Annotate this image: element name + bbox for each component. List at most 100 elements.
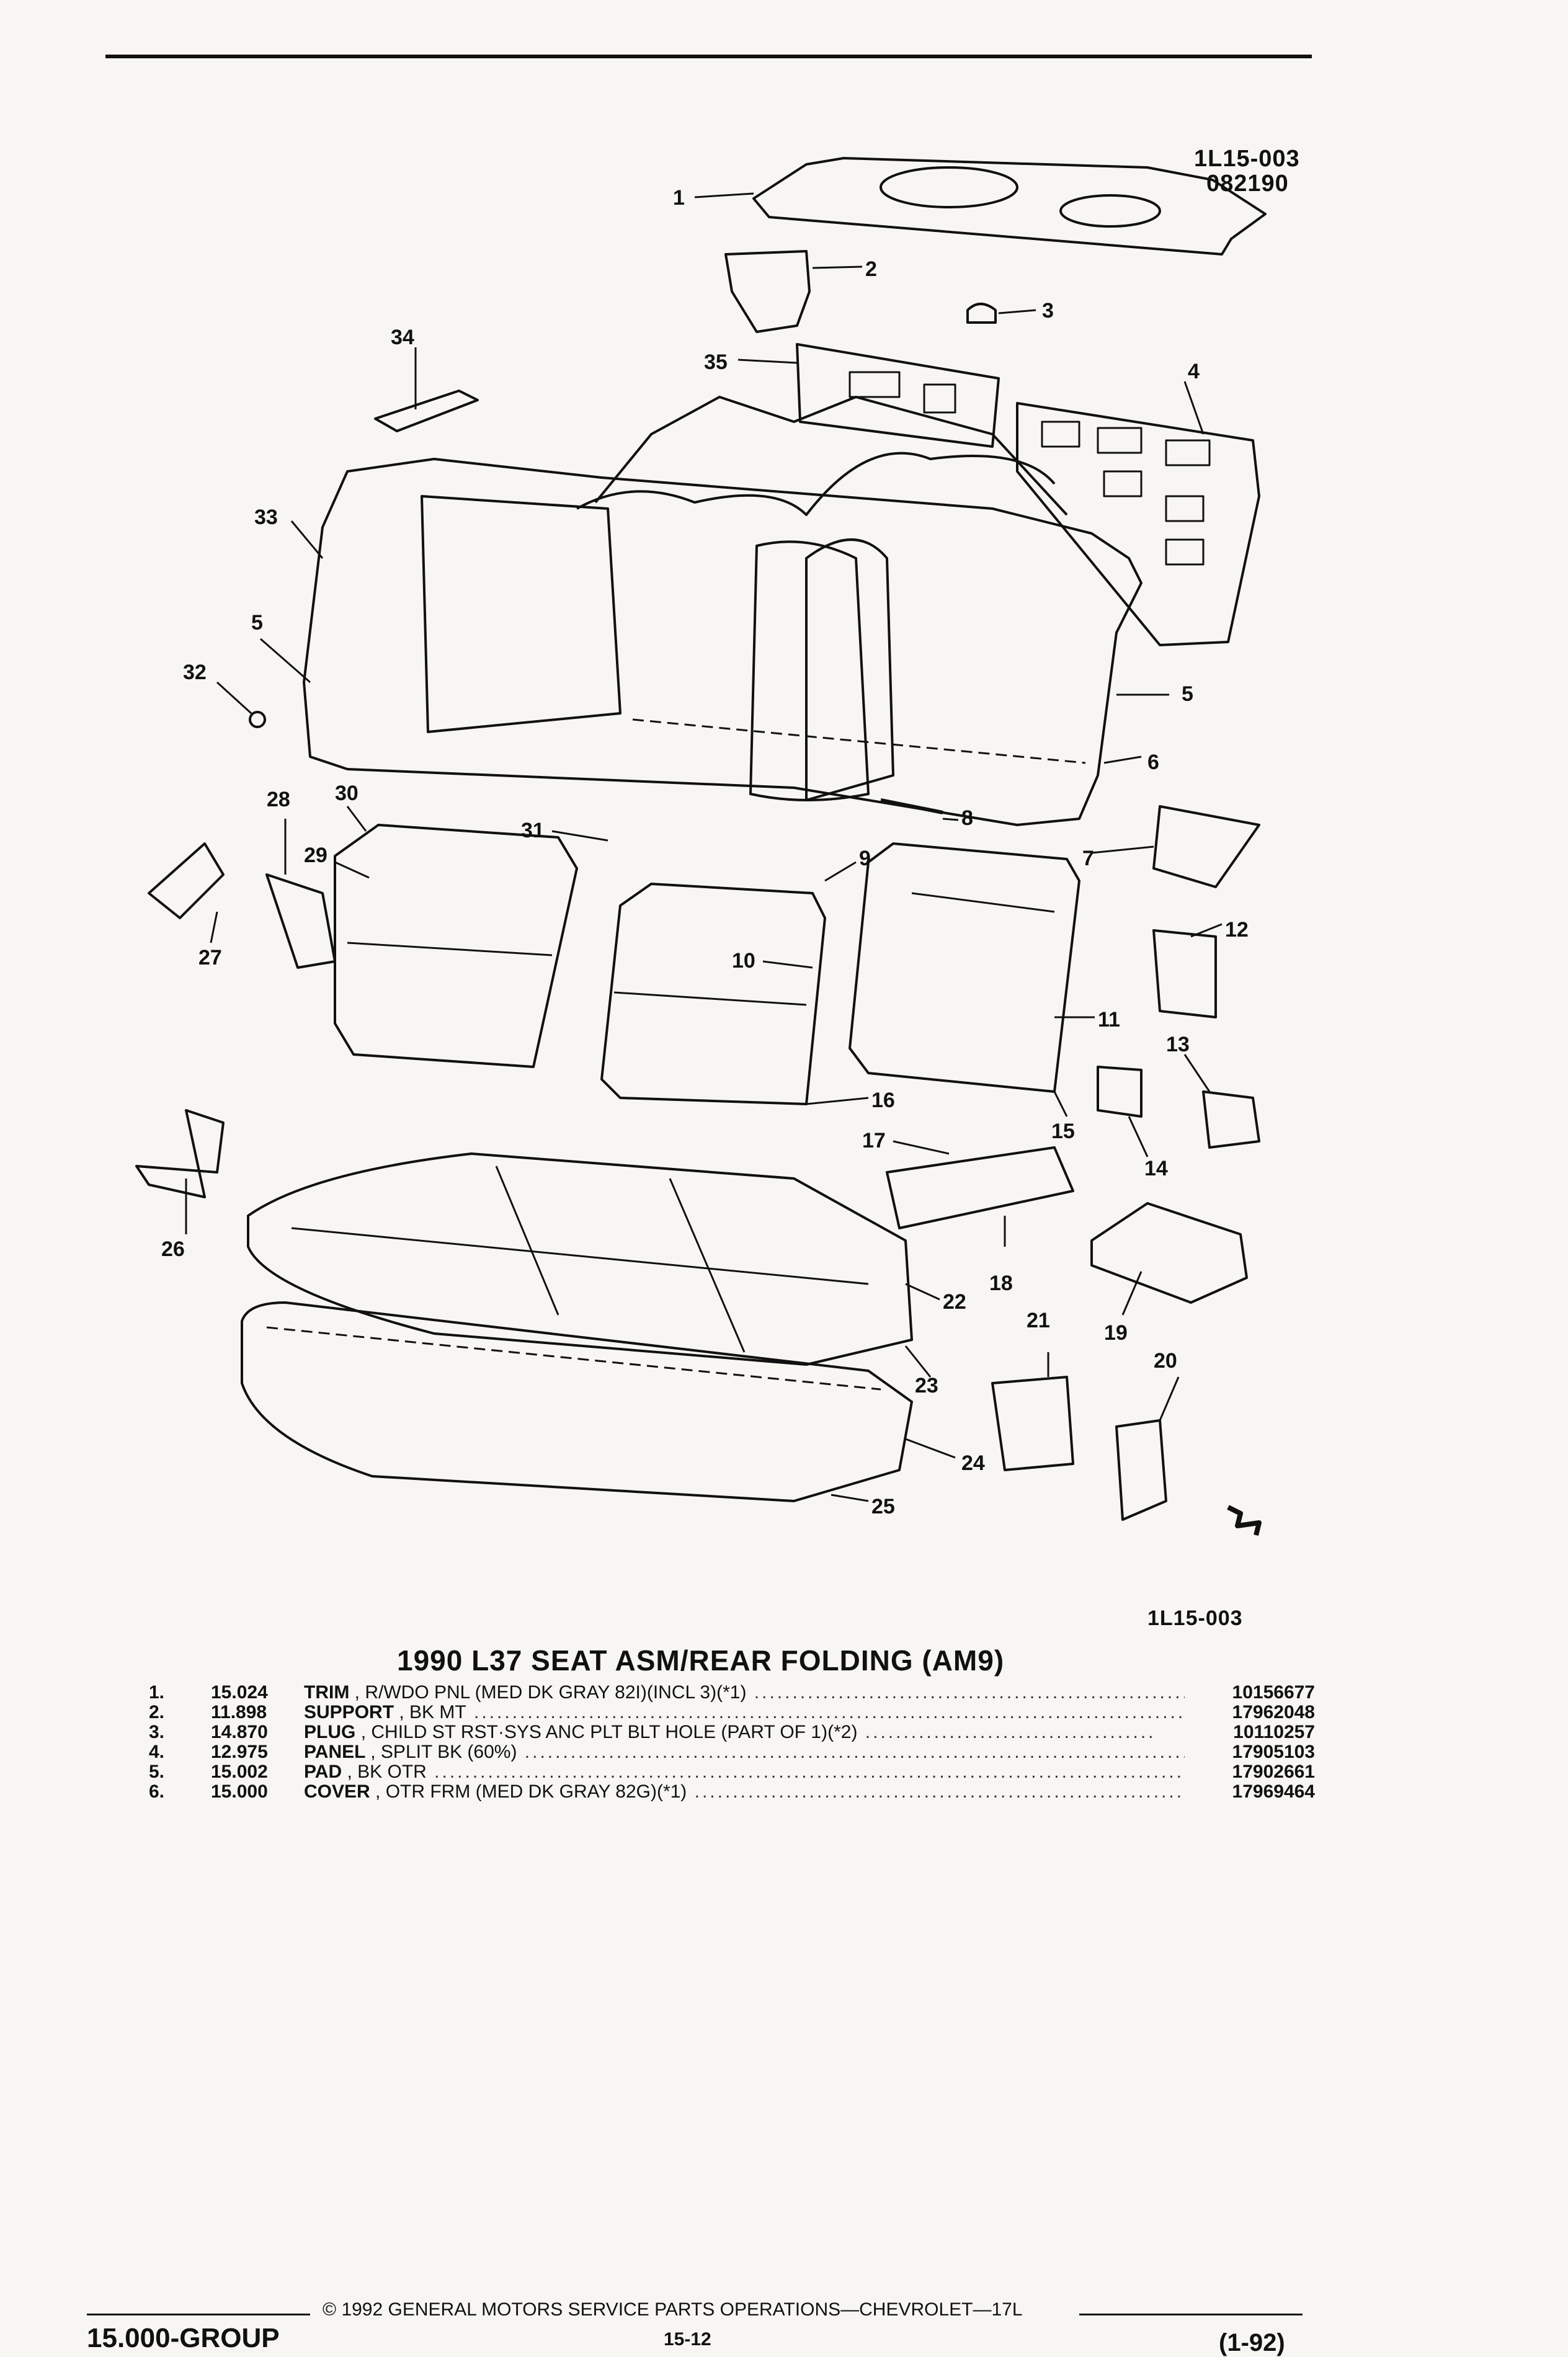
split-back-panel-right [1016, 402, 1260, 646]
svg-text:35: 35 [704, 350, 728, 374]
part-detail: , OTR FRM (MED DK GRAY 82G)(*1) [375, 1781, 687, 1802]
part-number: 10156677 [1232, 1682, 1315, 1703]
part-number: 17902661 [1232, 1762, 1315, 1782]
seat-back-frame-illustration [303, 396, 1143, 826]
list-item: 6. 15.000 COVER , OTR FRM (MED DK GRAY 8… [149, 1781, 1315, 1802]
bracket-13 [1202, 1090, 1260, 1149]
group-label: 15.000-GROUP [87, 2323, 280, 2353]
svg-text:9: 9 [859, 847, 871, 870]
part-number: 17905103 [1232, 1742, 1315, 1762]
split-back-panel-left [796, 343, 1000, 448]
list-item: 2. 11.898 SUPPORT , BK MT ..............… [149, 1702, 1315, 1722]
bracket-12 [1152, 929, 1217, 1018]
svg-text:34: 34 [391, 326, 414, 349]
part-name: COVER [304, 1781, 370, 1802]
item-number: 3. [149, 1722, 165, 1742]
bracket-21 [991, 1376, 1074, 1471]
group-number: 11.898 [211, 1702, 267, 1722]
item-number: 2. [149, 1702, 165, 1722]
copyright-line: © 1992 GENERAL MOTORS SERVICE PARTS OPER… [323, 2299, 1023, 2320]
svg-text:33: 33 [254, 506, 278, 529]
part-name: PLUG [304, 1722, 356, 1742]
part-number: 10110257 [1233, 1722, 1315, 1742]
item-number: 4. [149, 1742, 165, 1762]
section-title: 1990 L37 SEAT ASM/REAR FOLDING (AM9) [397, 1644, 1005, 1677]
bracket-26 [135, 1109, 225, 1198]
svg-text:10: 10 [732, 949, 755, 973]
svg-text:19: 19 [1104, 1321, 1128, 1345]
bracket-19 [1090, 1202, 1248, 1304]
svg-text:8: 8 [961, 806, 973, 830]
svg-text:14: 14 [1144, 1157, 1168, 1180]
part-detail: , BK MT [399, 1702, 466, 1722]
belt-illustration [374, 390, 479, 432]
item-number: 5. [149, 1762, 165, 1782]
svg-text:27: 27 [198, 946, 222, 969]
svg-text:32: 32 [183, 661, 207, 684]
svg-text:12: 12 [1225, 918, 1249, 942]
part-name: PAD [304, 1762, 342, 1782]
svg-text:18: 18 [989, 1272, 1013, 1295]
svg-text:5: 5 [251, 611, 263, 635]
svg-text:16: 16 [871, 1089, 895, 1112]
svg-text:7: 7 [1082, 847, 1094, 870]
part-detail: , R/WDO PNL (MED DK GRAY 82I)(INCL 3)(*1… [354, 1682, 747, 1703]
group-number: 14.870 [211, 1722, 268, 1742]
svg-text:24: 24 [961, 1451, 985, 1475]
seat-back-cushion-center [600, 883, 826, 1105]
svg-text:13: 13 [1166, 1033, 1190, 1056]
seat-back-cushion-right [849, 842, 1080, 1093]
svg-text:4: 4 [1188, 360, 1200, 383]
part-detail: , SPLIT BK (60%) [370, 1742, 517, 1762]
grommet-32 [249, 711, 266, 728]
part-name: TRIM [304, 1682, 350, 1703]
svg-text:22: 22 [943, 1290, 966, 1314]
part-detail: , CHILD ST RST·SYS ANC PLT BLT HOLE (PAR… [360, 1722, 858, 1742]
svg-text:3: 3 [1042, 299, 1054, 323]
plug-illustration [966, 303, 997, 324]
group-number: 15.024 [211, 1682, 268, 1703]
part-name: SUPPORT [304, 1702, 394, 1722]
hinge-28 [265, 873, 336, 969]
svg-text:23: 23 [915, 1374, 938, 1397]
revision-date: (1-92) [1219, 2329, 1285, 2356]
item-number: 6. [149, 1781, 165, 1802]
parts-list: 1. 15.024 TRIM , R/WDO PNL (MED DK GRAY … [149, 1682, 1315, 1802]
seat-back-cushion-left [334, 824, 578, 1068]
list-item: 5. 15.002 PAD , BK OTR .................… [149, 1762, 1315, 1782]
footer-rule-right [1079, 2314, 1303, 2315]
svg-text:29: 29 [304, 844, 327, 867]
part-number: 17969464 [1232, 1781, 1315, 1802]
back-support-illustration [724, 250, 811, 333]
hinge-27 [148, 842, 225, 919]
svg-text:17: 17 [862, 1129, 886, 1152]
list-item: 4. 12.975 PANEL , SPLIT BK (60%) .......… [149, 1742, 1315, 1762]
bracket-14 [1097, 1066, 1143, 1118]
svg-text:1: 1 [673, 186, 685, 210]
svg-text:20: 20 [1154, 1349, 1177, 1373]
group-number: 12.975 [211, 1742, 268, 1762]
svg-text:30: 30 [335, 782, 359, 805]
figure-ref-code: 1L15-003 [1194, 146, 1300, 172]
svg-text:5: 5 [1182, 682, 1193, 706]
svg-text:28: 28 [267, 788, 290, 811]
svg-text:31: 31 [521, 819, 545, 842]
page-number: 15-12 [664, 2329, 711, 2350]
cover-20 [1115, 1419, 1167, 1521]
group-number: 15.000 [211, 1781, 268, 1802]
group-number: 15.002 [211, 1762, 268, 1782]
figure-bottom-ref: 1L15-003 [1147, 1606, 1243, 1630]
seat-cushion-illustration [241, 1152, 913, 1502]
svg-text:15: 15 [1051, 1120, 1075, 1143]
svg-text:25: 25 [871, 1495, 895, 1518]
svg-text:2: 2 [865, 257, 877, 281]
svg-text:11: 11 [1098, 1008, 1120, 1031]
rear-window-panel-illustration [752, 157, 1267, 256]
svg-text:21: 21 [1027, 1309, 1050, 1332]
part-name: PANEL [304, 1742, 365, 1762]
svg-text:6: 6 [1147, 751, 1159, 774]
logo-mark-icon [1227, 1505, 1262, 1536]
list-item: 3. 14.870 PLUG , CHILD ST RST·SYS ANC PL… [149, 1722, 1315, 1742]
footer-rule-left [87, 2314, 310, 2315]
